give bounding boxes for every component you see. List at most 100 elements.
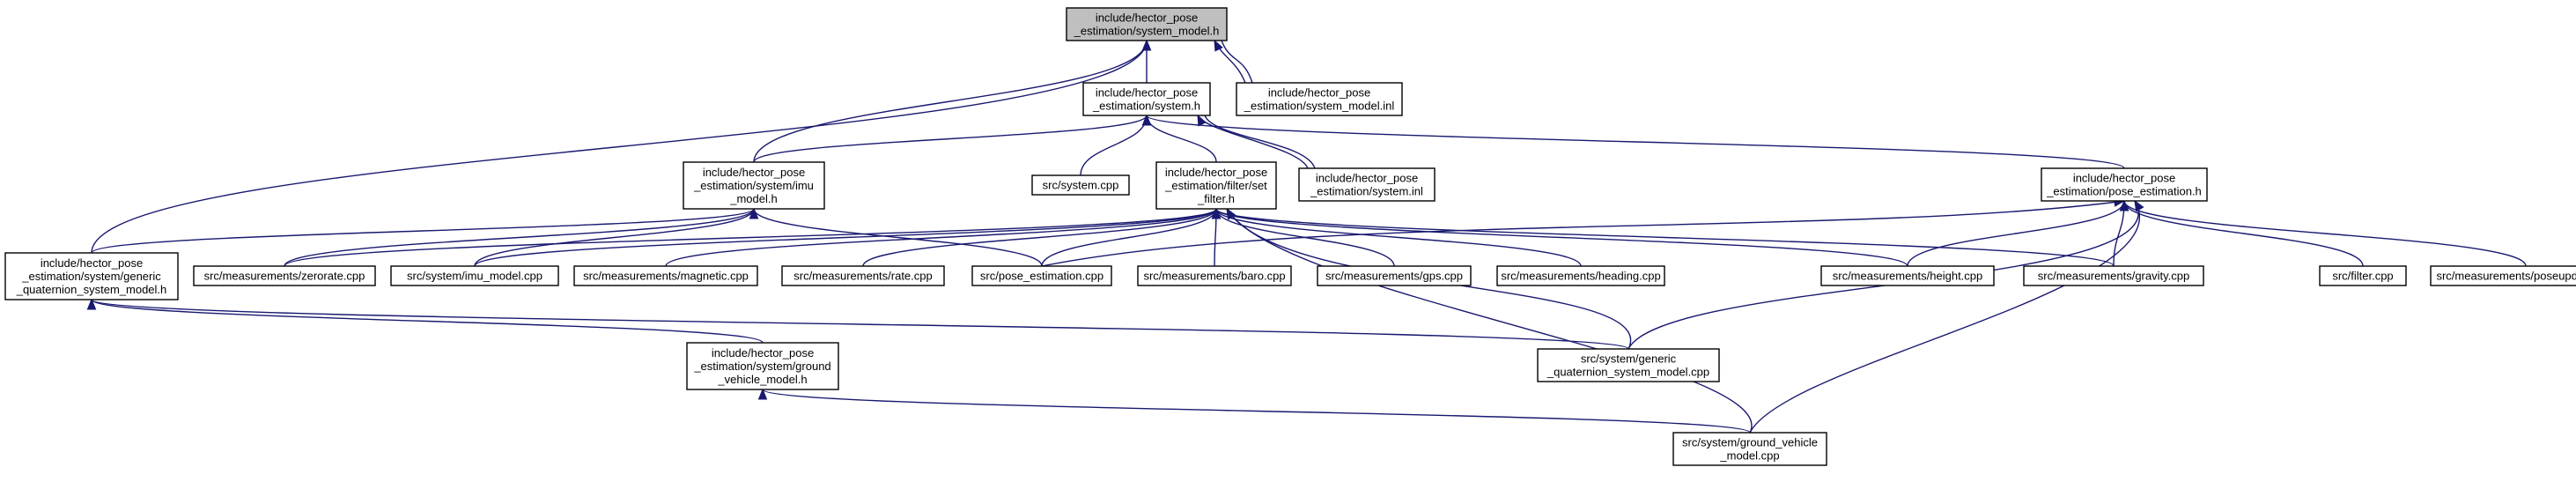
edge-pose_estimation_cpp-to-set_filter_h <box>1041 207 1222 267</box>
node-label-line: include/hector_pose <box>1096 11 1198 25</box>
node-imu-model-h[interactable]: include/hector_pose_estimation/system/im… <box>683 161 825 210</box>
edge-line <box>1215 208 1582 267</box>
node-zerorate-cpp[interactable]: src/measurements/zerorate.cpp <box>193 265 376 286</box>
node-heading-cpp[interactable]: src/measurements/heading.cpp <box>1496 265 1665 286</box>
node-box <box>573 265 758 286</box>
node-system-model-h[interactable]: include/hector_pose_estimation/system_mo… <box>1066 7 1228 41</box>
edge-line <box>1080 115 1148 176</box>
edge-ground_vehicle_cpp-to-set_filter_h <box>1226 207 1753 434</box>
edge-pose_estimation_cpp-to-imu_model_h <box>749 207 1043 267</box>
node-label-line: _estimation/system_model.inl <box>1244 100 1395 113</box>
node-label-line: src/filter.cpp <box>2332 270 2393 283</box>
node-box <box>1317 265 1472 286</box>
edge-generic_quaternion_cpp-to-generic_quaternion_h <box>86 298 1629 350</box>
node-label-line: src/measurements/baro.cpp <box>1143 270 1285 283</box>
node-label-line: _estimation/filter/set <box>1164 179 1267 192</box>
edge-line <box>1197 115 1309 169</box>
node-label-line: _quaternion_system_model.h <box>16 283 167 296</box>
node-rate-cpp[interactable]: src/measurements/rate.cpp <box>781 265 945 286</box>
node-box <box>2041 167 2208 202</box>
node-label-line: src/measurements/poseupdate.cpp <box>2436 270 2576 283</box>
arrowhead <box>2134 199 2144 212</box>
edge-line <box>1146 115 2125 169</box>
node-system-inl[interactable]: include/hector_pose_estimation/system.in… <box>1298 167 1436 202</box>
node-system-cpp[interactable]: src/system.cpp <box>1031 174 1130 196</box>
node-generic-quaternion-cpp[interactable]: src/system/generic_quaternion_system_mod… <box>1537 348 1720 382</box>
node-label-line: src/system/generic <box>1581 352 1677 366</box>
node-pose-estimation-cpp[interactable]: src/pose_estimation.cpp <box>971 265 1112 286</box>
node-baro-cpp[interactable]: src/measurements/baro.cpp <box>1137 265 1292 286</box>
node-ground-vehicle-h[interactable]: include/hector_pose_estimation/system/gr… <box>686 342 839 390</box>
edge-gravity_cpp-to-set_filter_h <box>1211 207 2115 267</box>
node-box <box>1137 265 1292 286</box>
node-label-line: src/measurements/magnetic.cpp <box>583 270 749 283</box>
edges-layer <box>86 39 2527 434</box>
node-label-line: include/hector_pose <box>703 166 805 179</box>
edge-pose_estimation_h-to-system_h <box>1141 114 2125 169</box>
node-box <box>1236 82 1403 116</box>
edge-line <box>91 299 764 344</box>
edge-line <box>91 299 1629 350</box>
node-box <box>2319 265 2407 286</box>
edge-rate_cpp-to-set_filter_h <box>862 207 1222 267</box>
node-label-line: _estimation/system.h <box>1092 100 1200 113</box>
edge-imu_model_h-to-system_h <box>753 114 1152 163</box>
node-label-line: _filter.h <box>1197 192 1235 205</box>
edge-line <box>753 40 1148 163</box>
node-label-line: include/hector_pose <box>1165 166 1267 179</box>
node-system-h[interactable]: include/hector_pose_estimation/system.h <box>1082 82 1211 116</box>
arrowhead <box>757 388 768 400</box>
node-label-line: _estimation/system/generic <box>21 270 161 283</box>
edge-poseupdate_cpp-to-pose_estimation_h <box>2119 199 2527 267</box>
node-box <box>1672 432 1827 466</box>
node-label-line: _model.h <box>729 192 777 205</box>
node-label-line: src/measurements/height.cpp <box>1833 270 1983 283</box>
node-label-line: src/system/ground_vehicle <box>1682 436 1818 449</box>
node-generic-quaternion-h[interactable]: include/hector_pose_estimation/system/ge… <box>4 252 179 300</box>
node-box <box>390 265 559 286</box>
edge-line <box>1226 208 1753 434</box>
node-filter-cpp[interactable]: src/filter.cpp <box>2319 265 2407 286</box>
node-label-line: _estimation/system/imu <box>693 179 814 192</box>
node-box <box>1537 348 1720 382</box>
edge-line <box>1041 208 1217 267</box>
edge-line <box>862 208 1217 267</box>
node-label-line: _estimation/system.inl <box>1310 185 1423 198</box>
edge-ground_vehicle_cpp-to-pose_estimation_h <box>1749 199 2144 434</box>
edge-system_cpp-to-system_h <box>1080 114 1152 176</box>
node-label-line: include/hector_pose <box>712 346 814 360</box>
node-box <box>4 252 179 300</box>
node-label-line: src/pose_estimation.cpp <box>980 270 1103 283</box>
edge-line <box>1221 40 1253 84</box>
arrowhead <box>1197 114 1207 127</box>
node-box <box>1082 82 1211 116</box>
node-gravity-cpp[interactable]: src/measurements/gravity.cpp <box>2023 265 2204 286</box>
node-label-line: src/measurements/zerorate.cpp <box>204 270 365 283</box>
node-magnetic-cpp[interactable]: src/measurements/magnetic.cpp <box>573 265 758 286</box>
arrowhead <box>86 298 97 310</box>
edge-line <box>665 208 1217 267</box>
node-set-filter-h[interactable]: include/hector_pose_estimation/filter/se… <box>1155 161 1277 210</box>
node-height-cpp[interactable]: src/measurements/height.cpp <box>1820 265 1995 286</box>
node-imu-model-cpp[interactable]: src/system/imu_model.cpp <box>390 265 559 286</box>
node-poseupdate-cpp[interactable]: src/measurements/poseupdate.cpp <box>2430 265 2576 286</box>
edge-generic_quaternion_h-to-imu_model_h <box>91 207 759 254</box>
node-label-line: include/hector_pose <box>1268 86 1370 100</box>
node-label-line: src/measurements/heading.cpp <box>1501 270 1660 283</box>
node-label-line: _quaternion_system_model.cpp <box>1546 366 1709 379</box>
arrowhead <box>1214 39 1223 52</box>
node-gps-cpp[interactable]: src/measurements/gps.cpp <box>1317 265 1472 286</box>
node-label-line: include/hector_pose <box>2073 172 2175 185</box>
node-box <box>2023 265 2204 286</box>
edge-imu_model_cpp-to-set_filter_h <box>474 207 1222 267</box>
edge-line <box>2123 200 2364 267</box>
node-box <box>193 265 376 286</box>
node-system-model-inl[interactable]: include/hector_pose_estimation/system_mo… <box>1236 82 1403 116</box>
node-ground-vehicle-cpp[interactable]: src/system/ground_vehicle_model.cpp <box>1672 432 1827 466</box>
node-box <box>1155 161 1277 210</box>
node-label-line: src/system/imu_model.cpp <box>407 270 543 283</box>
edge-line <box>474 208 1217 267</box>
edge-line <box>91 208 755 254</box>
edge-line <box>1041 200 2125 267</box>
node-pose-estimation-h[interactable]: include/hector_pose_estimation/pose_esti… <box>2041 167 2208 202</box>
